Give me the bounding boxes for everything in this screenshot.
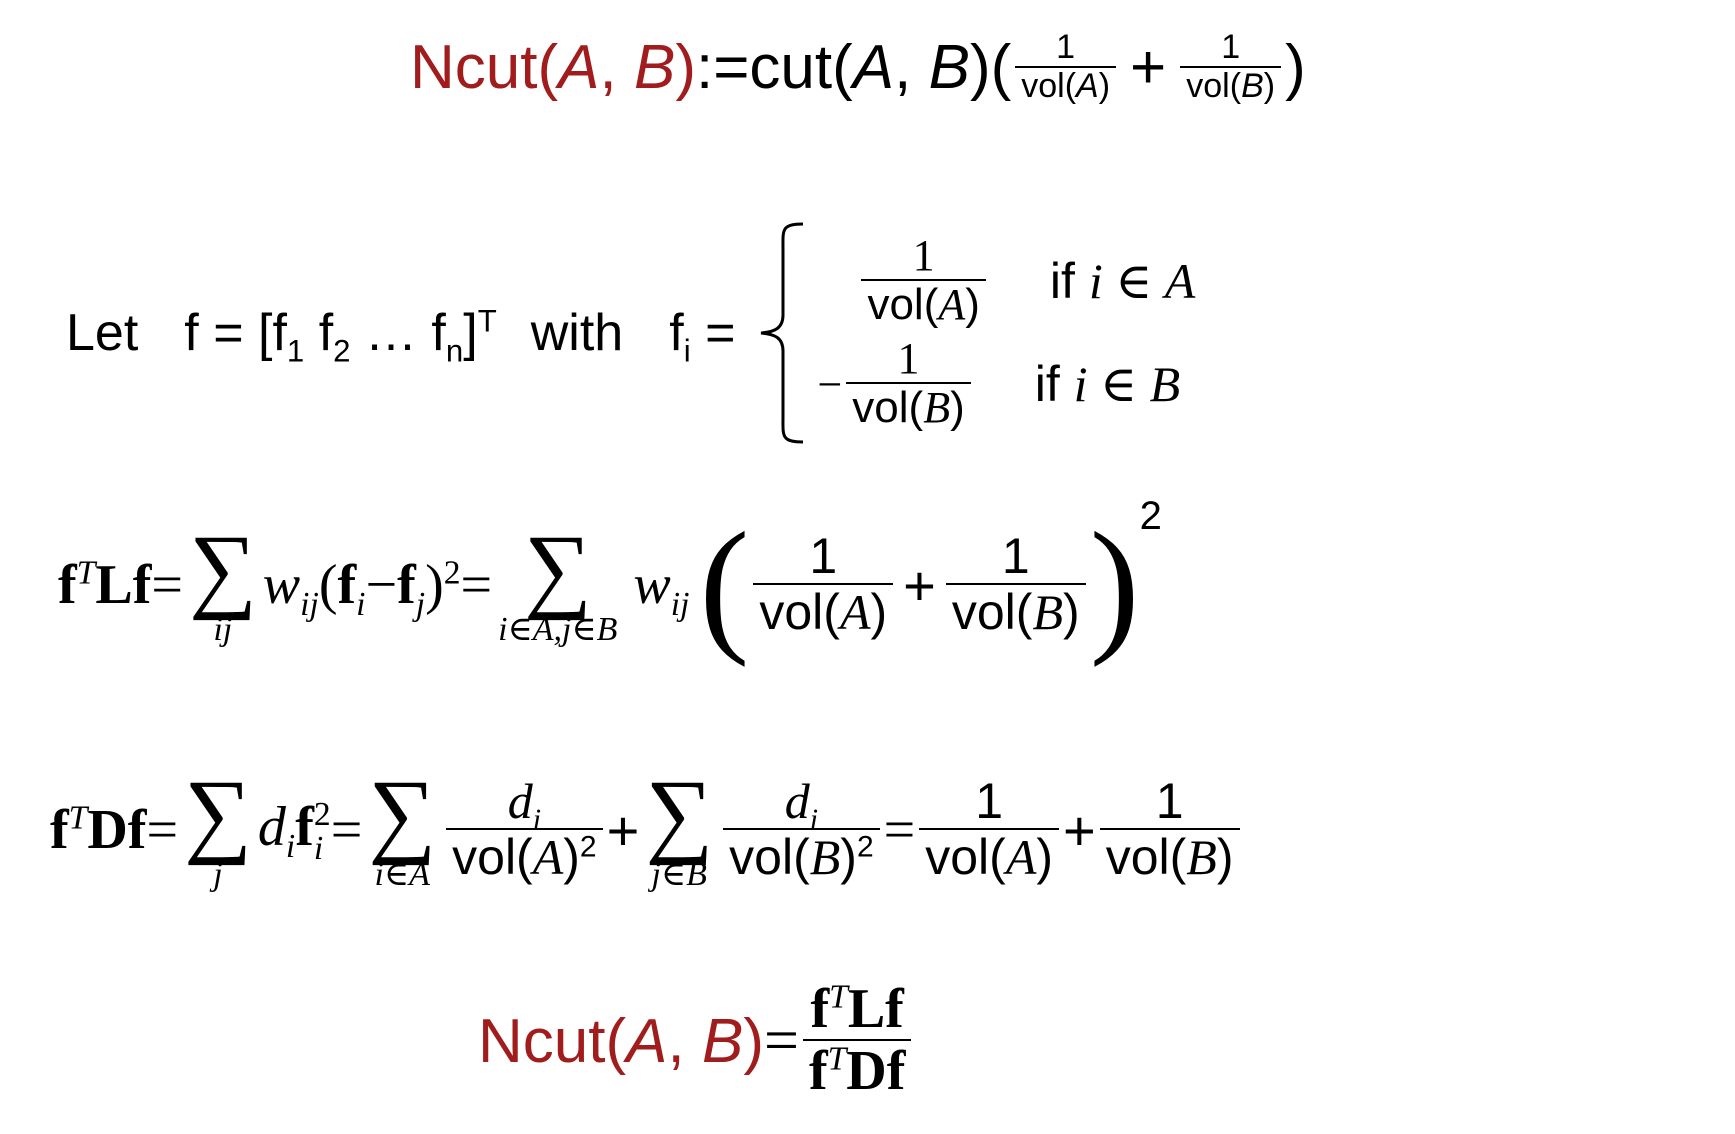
sum-over-cut-edges: ∑i∈A,j∈B [498, 514, 618, 649]
sum-over-b: ∑j∈B [645, 759, 714, 894]
with-text: with [530, 303, 624, 362]
equals-sign-2: = [460, 554, 493, 616]
rayleigh-quotient-fraction: fTLf fTDf [802, 980, 912, 1102]
cut-term: cut(A, B)( [749, 33, 1012, 103]
ncut-rayleigh-quotient: Ncut(A, B) = fTLf fTDf [478, 980, 915, 1102]
ncut-definition-equation: Ncut(A, B) := cut(A, B)( 1 vol(A) + 1 vo… [410, 29, 1306, 105]
flf-lhs: fTLf [58, 554, 152, 616]
flf-equation: fTLf = ∑ij wij(fi−fj)2 = ∑i∈A,j∈B wij ( … [58, 494, 1162, 670]
fraction-one-over-vol-b-3: 1 vol(B) [1099, 775, 1240, 885]
equals-sign-3: = [146, 799, 179, 861]
case-a-fraction: 1 vol(A) [861, 232, 986, 330]
case-b-row: − 1 vol(B) if i ∈ B [817, 335, 1195, 433]
fraction-d-over-vol-a-sq: di vol(A)2 [446, 775, 603, 885]
case-a-row: 1 vol(A) if i ∈ A [817, 232, 1196, 330]
ncut-label-2: Ncut(A, B) [478, 1006, 764, 1076]
let-text: Let [66, 303, 139, 362]
sum-over-j: ∑j [184, 759, 252, 894]
equals-sign: = [151, 554, 183, 616]
case-b-fraction: 1 vol(B) [846, 335, 971, 433]
plus-symbol-3: + [606, 798, 640, 862]
minus-sign: − [817, 359, 843, 409]
plus-symbol-2: + [903, 553, 936, 617]
ncut-label: Ncut(A, B) [410, 33, 696, 103]
fdf-lhs: fTDf [50, 799, 147, 861]
plus-symbol: + [1130, 33, 1167, 103]
fraction-d-over-vol-b-sq: di vol(B)2 [723, 775, 880, 885]
sum-over-ij: ∑ij [188, 514, 257, 649]
f-vector-definition: f = [f1 f2 … fn]T [184, 303, 497, 368]
indicator-vector-definition: Let f = [f1 f2 … fn]T with fi = 1 vol(A)… [66, 215, 1195, 450]
equals-sign-6: = [763, 1006, 799, 1075]
case-a-condition: if i ∈ A [1049, 252, 1196, 309]
fraction-one-over-vol-a: 1 vol(A) [1015, 29, 1117, 105]
fraction-one-over-vol-a-3: 1 vol(A) [919, 775, 1060, 885]
close-paren: ) [1285, 33, 1306, 103]
assign-symbol: := [695, 33, 750, 103]
weight-wij: wij [633, 554, 690, 624]
fraction-one-over-vol-b-2: 1 vol(B) [945, 530, 1086, 640]
outer-square: 2 [1139, 494, 1162, 538]
fraction-one-over-vol-a-2: 1 vol(A) [753, 530, 894, 640]
weighted-difference-term: wij(fi−fj)2 [262, 554, 461, 624]
big-open-paren: ( [699, 502, 750, 668]
left-brace [761, 222, 804, 443]
cases-block: 1 vol(A) if i ∈ A − 1 vol(B) if i ∈ B [817, 232, 1196, 433]
case-b-condition: if i ∈ B [1034, 356, 1181, 413]
equals-sign-4: = [330, 799, 363, 861]
big-close-paren: ) [1089, 502, 1140, 668]
equals-sign-5: = [883, 799, 916, 861]
plus-symbol-4: + [1063, 798, 1096, 862]
f-i-label: fi = [669, 303, 736, 368]
sum-over-a: ∑i∈A [368, 759, 437, 894]
fraction-one-over-vol-b: 1 vol(B) [1180, 29, 1282, 105]
